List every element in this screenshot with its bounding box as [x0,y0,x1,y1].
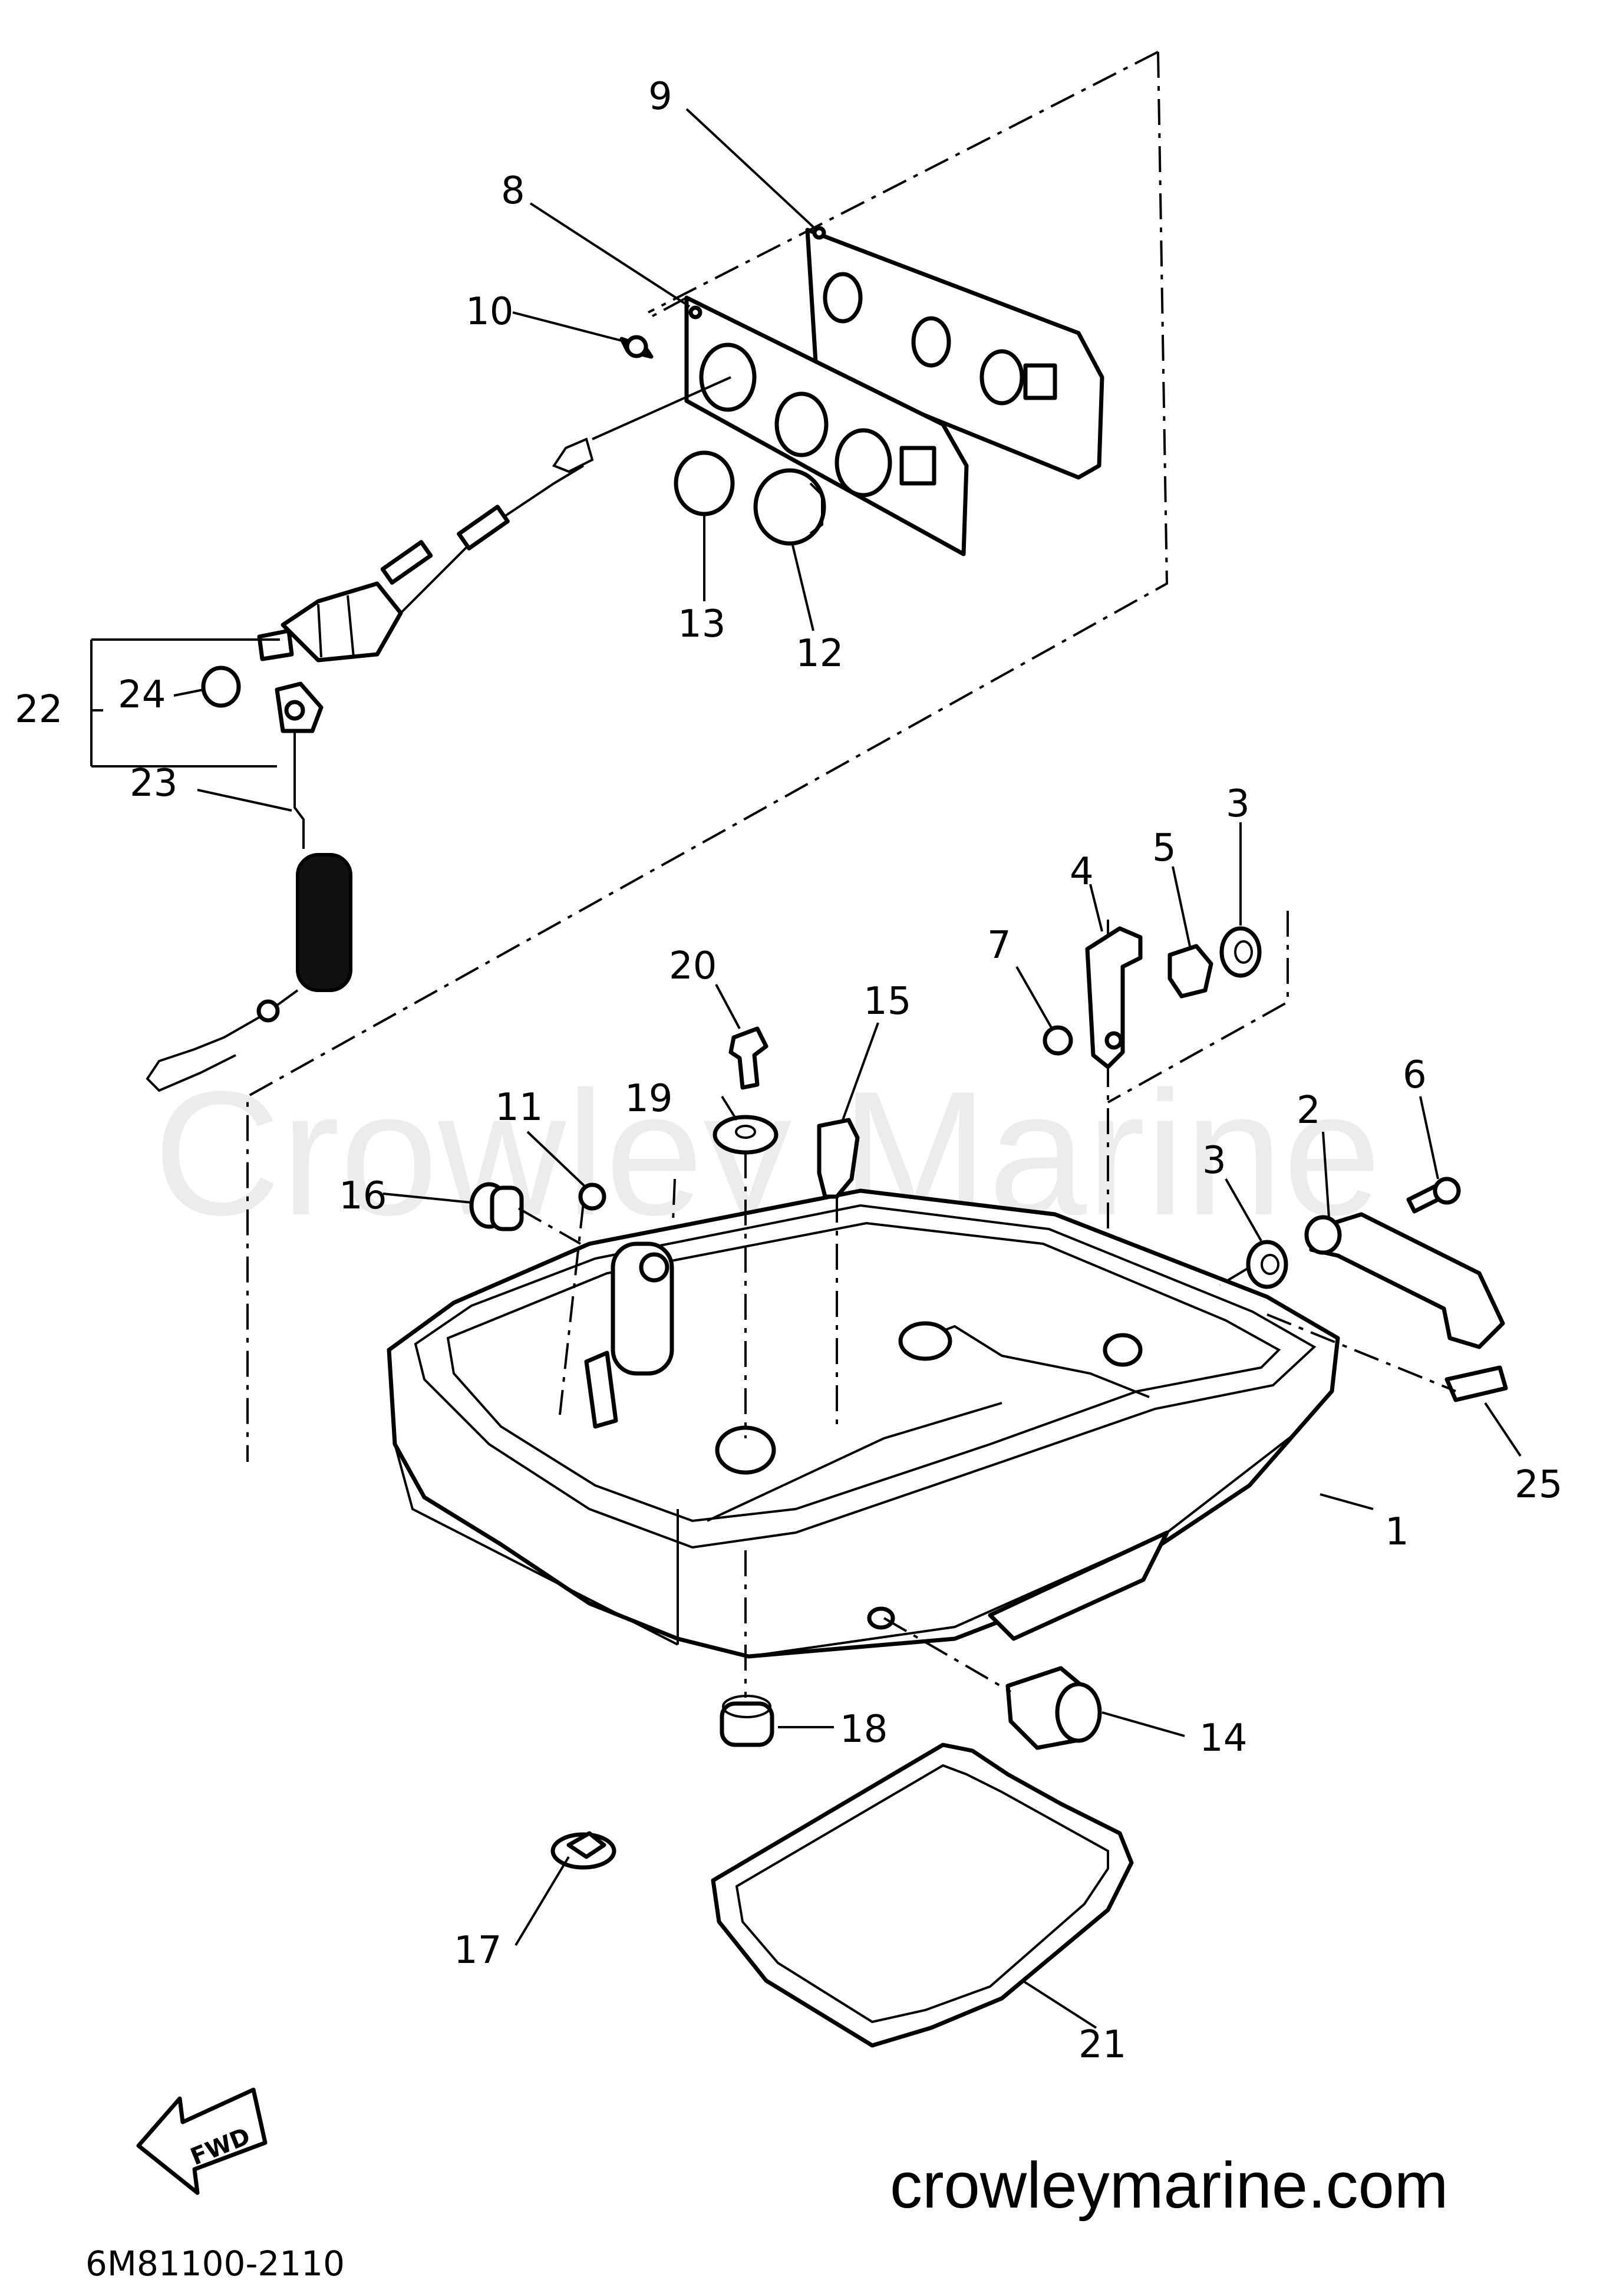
callout-14: 14 [1199,1717,1247,1760]
grommet-16 [469,1182,524,1231]
nut-5 [1167,944,1213,999]
grommet-17 [550,1831,616,1870]
website-label: crowleymarine.com [890,2149,1448,2222]
callout-25: 25 [1515,1463,1562,1507]
bottom-cowling-1 [387,1188,1340,1659]
stop-switch-22 [257,437,594,663]
panel-9 [805,226,1104,480]
wire-to-panel [592,376,731,440]
callout-4: 4 [1070,850,1094,894]
screw-10 [619,335,654,359]
callout-11: 11 [495,1086,543,1129]
callout-5: 5 [1152,826,1176,870]
callout-19: 19 [625,1077,672,1121]
lever-2 [1304,1212,1505,1349]
washer-19 [713,1115,779,1155]
nut-7 [1043,1025,1073,1056]
bracket-22-lines [90,638,292,812]
leader-lines [382,108,1522,2029]
grommet-3-top [1219,926,1262,978]
callout-21: 21 [1078,2023,1126,2067]
panel-8 [684,295,969,556]
bolt-20 [728,1026,768,1090]
seal-21 [711,1742,1134,2048]
callout-16: 16 [339,1174,387,1218]
grommet-3-side [1246,1240,1288,1289]
fwd-arrow-icon: FWD [136,2087,268,2195]
callout-2: 2 [1297,1089,1321,1132]
lanyard-23 [146,681,352,1092]
nut-11 [578,1182,606,1211]
callout-12: 12 [796,632,843,676]
bracket-4 [1085,926,1143,1069]
part-code: 6M81100-2110 [85,2244,345,2284]
callout-15: 15 [863,980,911,1023]
screw-6 [1406,1177,1461,1214]
clip-24 [201,666,241,708]
cowling-assembly-lines [518,1152,1456,1698]
callout-22: 22 [15,688,62,732]
callout-8: 8 [501,169,525,213]
plug-13 [674,450,735,516]
callout-3-side: 3 [1202,1139,1226,1182]
callout-1: 1 [1385,1510,1409,1554]
callout-10: 10 [466,290,513,334]
plug-14 [1005,1666,1102,1750]
callout-17: 17 [454,1929,502,1972]
callout-18: 18 [840,1708,888,1751]
callout-9: 9 [648,75,672,118]
label-25 [1444,1365,1508,1402]
callout-13: 13 [678,602,725,646]
callout-6: 6 [1403,1053,1427,1097]
callout-24: 24 [118,673,166,717]
callout-20: 20 [669,944,717,988]
callout-23: 23 [130,762,177,805]
grommet-18 [720,1695,774,1747]
callout-7: 7 [987,924,1011,967]
callout-3-top: 3 [1226,782,1250,826]
grommet-15 [817,1118,860,1199]
callout-labels: 9 8 10 13 12 22 24 23 3 5 4 7 20 15 6 11… [15,75,1562,2067]
plug-12 [753,468,826,546]
